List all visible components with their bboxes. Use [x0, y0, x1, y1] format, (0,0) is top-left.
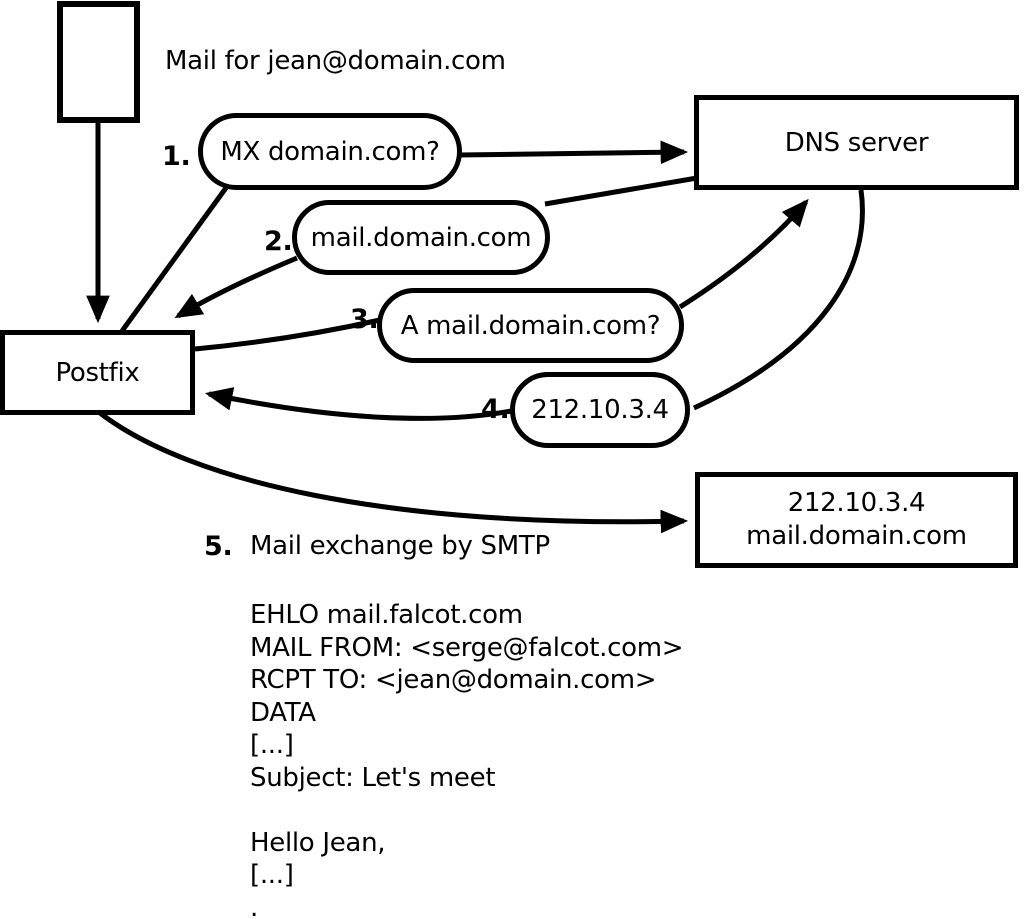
reply-bubble-mx-label: mail.domain.com — [310, 222, 532, 253]
step-number-3: 3. — [350, 304, 379, 335]
line-dns-to-reply2 — [544, 175, 698, 207]
mail-server-ip: 212.10.3.4 — [787, 488, 926, 518]
query-bubble-a-label: A mail.domain.com? — [400, 310, 661, 341]
mail-server-hostname: mail.domain.com — [746, 521, 967, 551]
dns-server-label: DNS server — [784, 127, 929, 158]
postfix-node: Postfix — [0, 330, 195, 415]
arrow-reply4-to-postfix — [204, 387, 512, 421]
step-number-5: 5. — [204, 531, 233, 562]
dns-server-node: DNS server — [694, 95, 1019, 190]
query-bubble-mx-label: MX domain.com? — [220, 136, 440, 167]
step-5-label: Mail exchange by SMTP — [250, 531, 550, 561]
reply-bubble-a-label: 212.10.3.4 — [531, 395, 669, 425]
step-number-2: 2. — [264, 226, 293, 257]
arrow-query1-to-dns — [458, 140, 689, 165]
postfix-label: Postfix — [55, 357, 140, 388]
line-dns-to-reply4 — [692, 189, 865, 411]
step-number-1: 1. — [162, 141, 191, 172]
mail-message-icon — [57, 1, 140, 123]
line-postfix-to-query1 — [119, 179, 234, 333]
query-bubble-mx: MX domain.com? — [198, 113, 462, 190]
mail-server-node: 212.10.3.4 mail.domain.com — [695, 472, 1018, 568]
query-bubble-a: A mail.domain.com? — [377, 288, 684, 363]
mail-title: Mail for jean@domain.com — [165, 46, 506, 76]
step-number-4: 4. — [481, 394, 510, 425]
reply-bubble-mx: mail.domain.com — [292, 200, 550, 275]
arrow-reply2-to-postfix — [174, 255, 298, 319]
reply-bubble-a: 212.10.3.4 — [510, 372, 690, 448]
line-postfix-to-query3 — [194, 317, 381, 352]
arrow-query3-to-dns — [678, 198, 809, 310]
smtp-session-text: EHLO mail.falcot.com MAIL FROM: <serge@f… — [250, 600, 684, 919]
arrow-postfix-to-mailserver — [98, 411, 689, 534]
